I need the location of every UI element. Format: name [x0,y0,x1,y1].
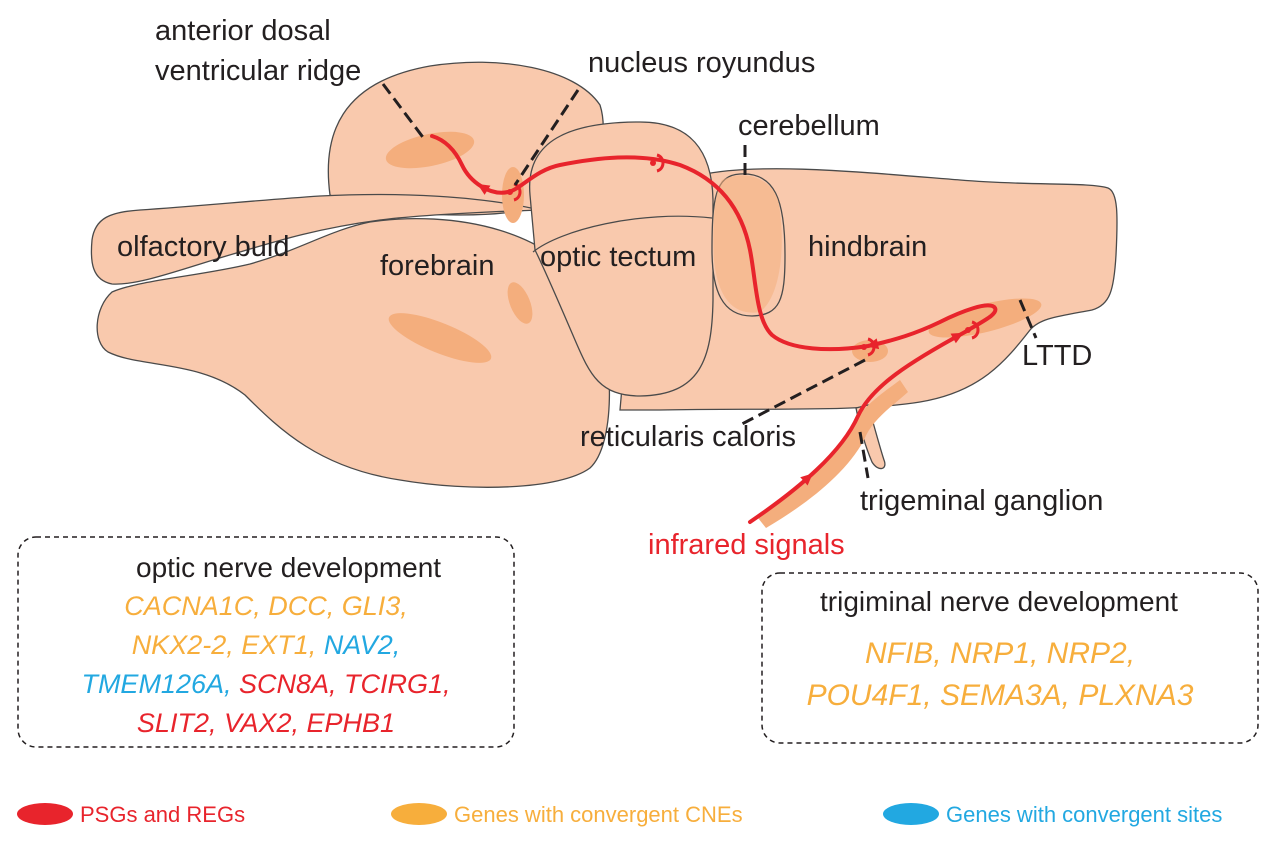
advr-label-line2: ventricular ridge [155,55,361,87]
nucleus-rotundus-label: nucleus royundus [588,47,815,79]
gene-segment-convergent-sites: NAV2, [324,630,401,660]
pathway-arrowhead [950,332,964,344]
cerebellum-label: cerebellum [738,110,880,142]
region-labels: anterior dosal ventricular ridge nucleus… [117,15,1103,561]
forebrain-label: forebrain [380,250,494,282]
optic-nerve-box: optic nerve development CACNA1C, DCC, GL… [17,536,515,748]
optic-box-title: optic nerve development [136,552,441,583]
gene-segment-psg-reg: SLIT2, VAX2, EPHB1 [137,708,395,738]
synapse-reticularis [867,337,876,357]
advr-leader [381,83,427,141]
gene-segment-cne: NFIB, NRP1, NRP2, [865,637,1135,670]
legend-label-psg-reg: PSGs and REGs [80,802,245,827]
synapse-tectum [656,153,665,173]
trigeminal-box-border [761,572,1259,744]
lttd-label: LTTD [1022,340,1092,372]
olfactory-bulb-label: olfactory buld [117,231,290,263]
synapse-dot-rotundus [507,189,513,195]
gene-segment-cne: NKX2-2, EXT1, [132,630,324,660]
trigeminal-ganglion-label: trigeminal ganglion [860,485,1103,517]
gene-line: CACNA1C, DCC, GLI3, [124,591,408,621]
optic-tectum-division [532,215,713,253]
infrared-signals-label: infrared signals [648,529,845,561]
reticularis-caloris-label: reticularis caloris [580,421,796,453]
legend-label-convergent-sites: Genes with convergent sites [946,802,1222,827]
gene-segment-psg-reg: SCN8A, TCIRG1, [239,669,451,699]
gene-segment-cne: POU4F1, SEMA3A, PLXNA3 [807,679,1194,712]
forebrain-spot-2 [388,313,492,363]
legend: PSGs and REGs Genes with convergent CNEs G… [17,802,1222,827]
nucleus-rotundus-leader [513,89,580,186]
optic-tectum-shape [529,121,714,397]
hindbrain-label: hindbrain [808,231,927,263]
gene-segment-convergent-sites: TMEM126A, [81,669,239,699]
trigeminal-gene-list: NFIB, NRP1, NRP2, POU4F1, SEMA3A, PLXNA3 [807,637,1194,712]
pathway-arrowhead [477,183,491,195]
trigeminal-box-title: trigiminal nerve development [820,586,1178,617]
synapse-dot-reticularis [861,344,867,350]
synapse-dot-lttd [965,327,971,333]
gene-line: TMEM126A, SCN8A, TCIRG1, [81,669,450,699]
trigeminal-nerve-box: trigiminal nerve development NFIB, NRP1,… [761,572,1259,744]
optic-gene-list: CACNA1C, DCC, GLI3, NKX2-2, EXT1, NAV2, TM… [81,591,450,738]
optic-box-border [17,536,515,748]
forebrain-spot-1 [507,282,533,324]
gene-line: POU4F1, SEMA3A, PLXNA3 [807,679,1194,712]
optic-tectum-label: optic tectum [540,241,696,273]
pathway-arrowhead [800,473,813,486]
infrared-pathway [430,134,998,524]
pathway-arrows [477,183,964,486]
legend-swatch-cne [391,803,447,825]
lttd-leader [1018,299,1038,339]
gene-line: SLIT2, VAX2, EPHB1 [137,708,395,738]
legend-swatch-psg-reg [17,803,73,825]
gene-segment-cne: CACNA1C, DCC, GLI3, [124,591,408,621]
synapse-marks [507,153,980,357]
reticularis-leader [739,358,866,427]
synapse-lttd [971,320,980,340]
pathway-line [430,134,998,524]
advr-spot [385,131,475,169]
advr-label-line1: anterior dosal [155,15,331,47]
legend-label-cne: Genes with convergent CNEs [454,802,743,827]
synapse-dot-tectum [650,160,656,166]
gene-line: NKX2-2, EXT1, NAV2, [132,630,401,660]
legend-swatch-convergent-sites [883,803,939,825]
trigeminal-leader [858,431,870,479]
gene-line: NFIB, NRP1, NRP2, [865,637,1135,670]
leader-lines [381,83,1038,479]
